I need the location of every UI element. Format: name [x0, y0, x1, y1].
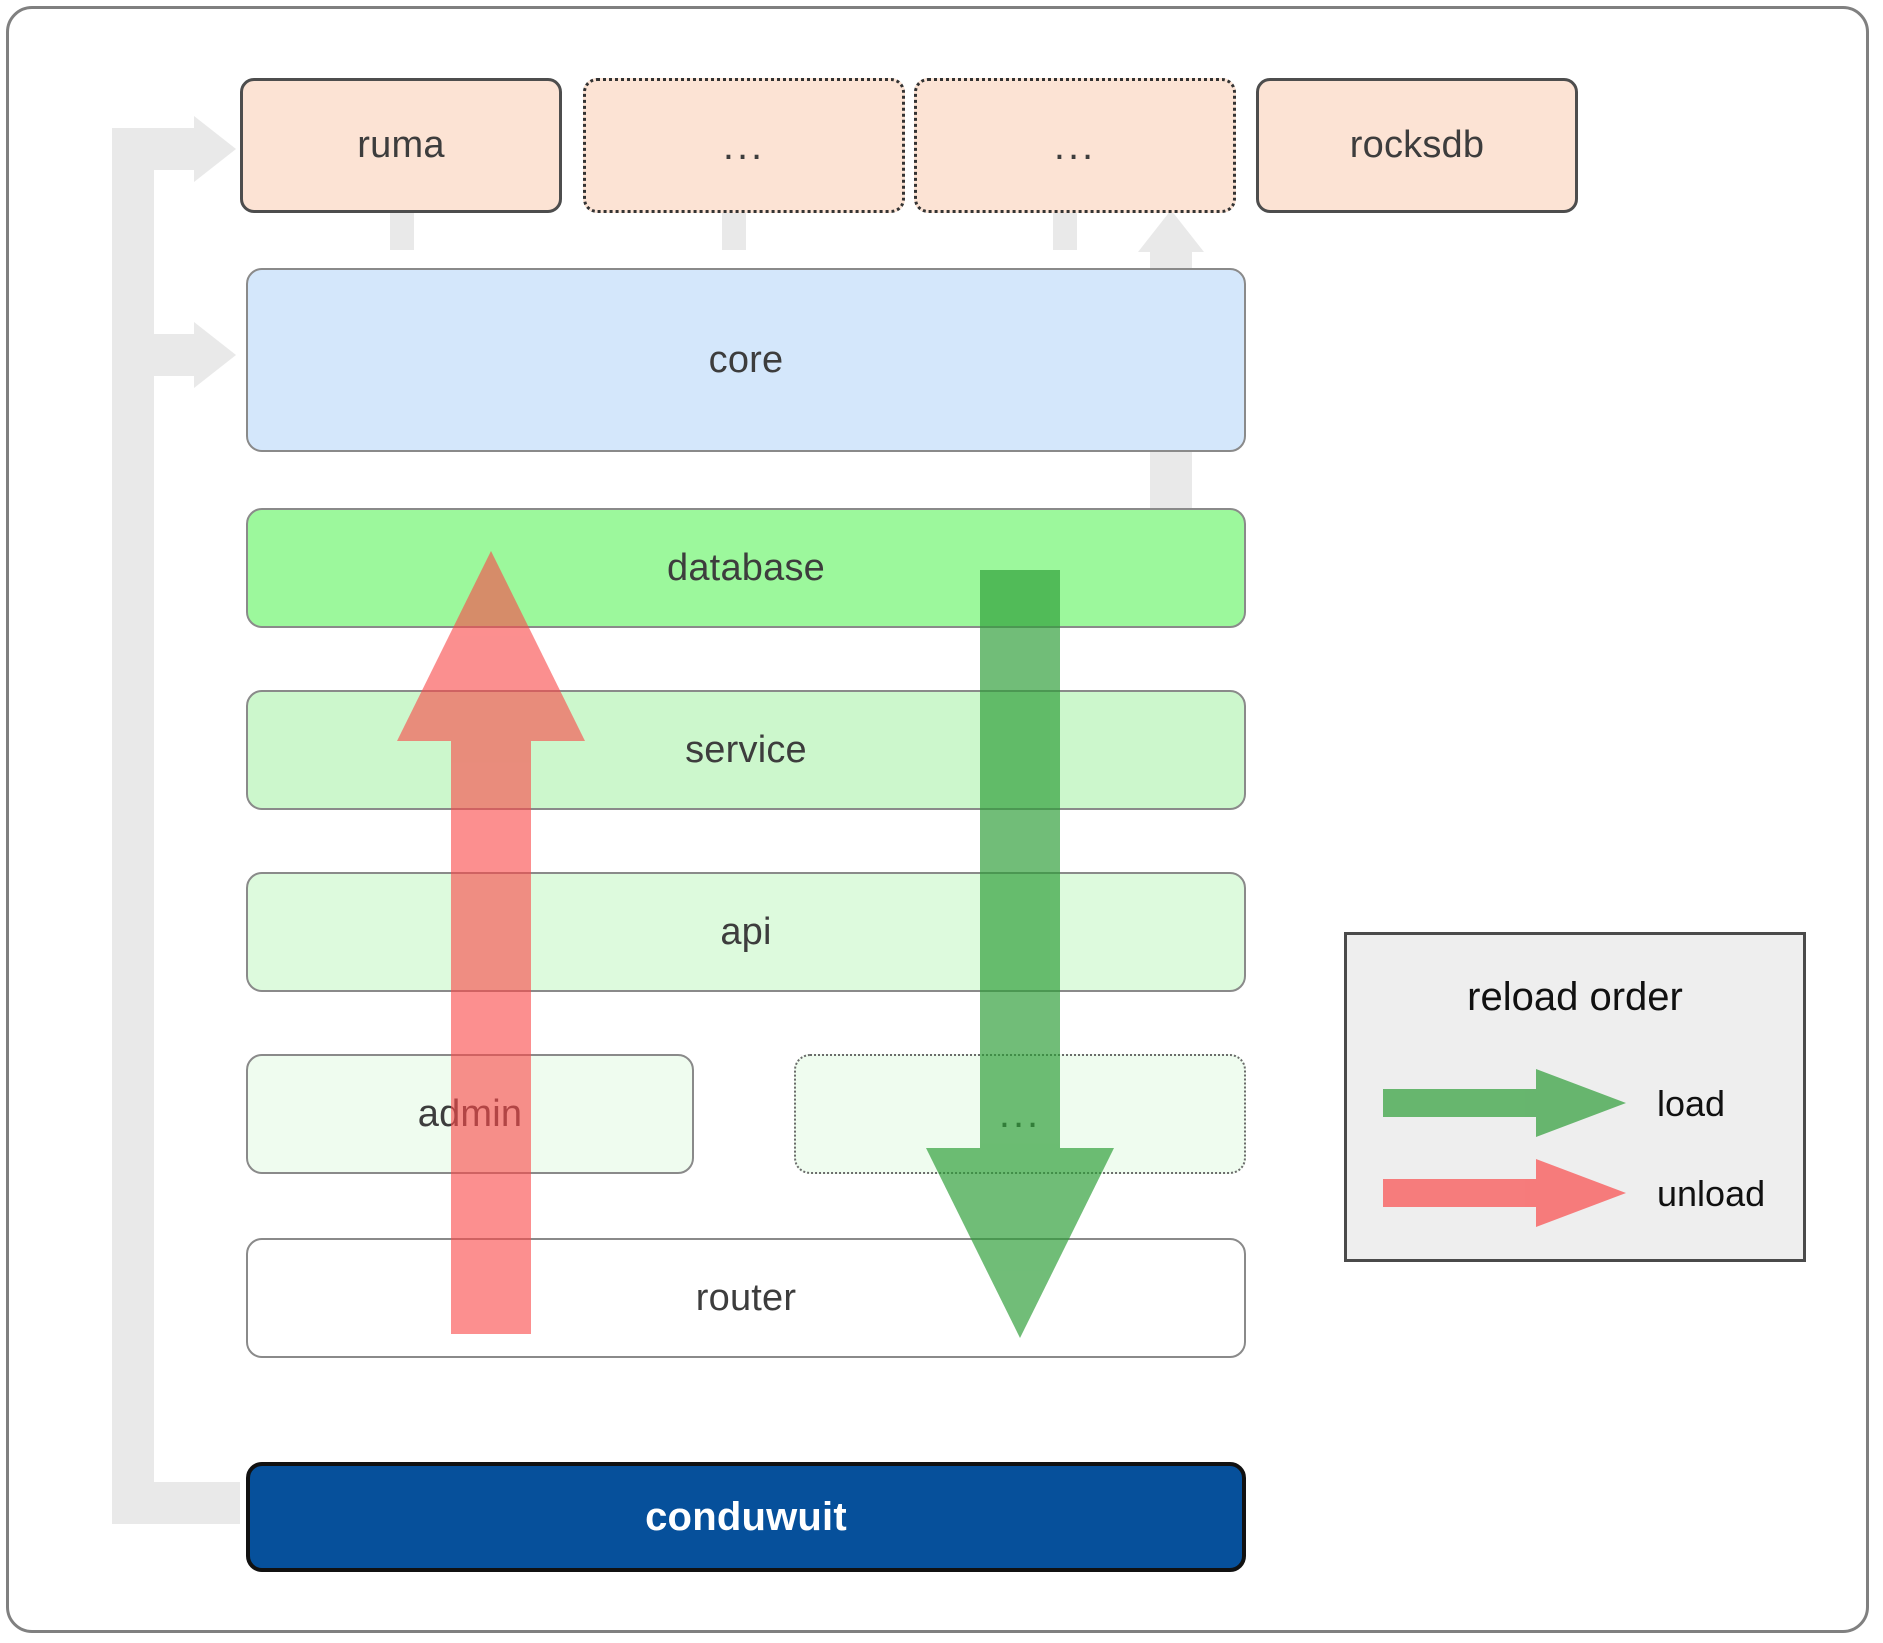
node-rocksdb[interactable]: rocksdb: [1256, 78, 1578, 213]
legend-unload-arrow-icon: [1383, 1159, 1626, 1227]
node-admin-label: admin: [417, 1092, 523, 1135]
node-service[interactable]: service: [246, 690, 1246, 810]
connector-db-to-rocksdb-arrowhead: [1138, 210, 1204, 252]
connector-to-core-horizontal: [112, 334, 194, 376]
node-core-label: core: [708, 338, 784, 381]
node-dep2[interactable]: ...: [583, 78, 905, 213]
legend-load-arrow-icon: [1383, 1069, 1626, 1137]
node-extra-label: ...: [998, 1092, 1042, 1136]
legend-unload-label: unload: [1657, 1173, 1766, 1214]
legend-title: reload order: [1467, 975, 1683, 1019]
node-database[interactable]: database: [246, 508, 1246, 628]
node-dep3-label: ...: [1053, 123, 1097, 168]
node-dep2-label: ...: [722, 123, 766, 168]
node-dep3[interactable]: ...: [914, 78, 1236, 213]
node-service-label: service: [685, 728, 807, 771]
diagram-frame: [6, 6, 1869, 1633]
node-core[interactable]: core: [246, 268, 1246, 452]
connector-to-ruma-arrowhead: [194, 116, 236, 182]
legend-load-label: load: [1657, 1083, 1726, 1124]
node-admin[interactable]: admin: [246, 1054, 694, 1174]
node-rocksdb-label: rocksdb: [1349, 124, 1485, 166]
connector-to-core-arrowhead: [194, 322, 236, 388]
node-conduwuit-label: conduwuit: [645, 1494, 847, 1539]
legend: reload order load unload: [1344, 932, 1806, 1262]
node-ruma-label: ruma: [357, 124, 445, 166]
node-router[interactable]: router: [246, 1238, 1246, 1358]
connector-left-bottom-horizontal: [112, 1482, 240, 1524]
connector-to-ruma-horizontal: [112, 128, 194, 170]
node-ruma[interactable]: ruma: [240, 78, 562, 213]
node-api-label: api: [720, 910, 772, 953]
node-router-label: router: [695, 1276, 797, 1319]
node-conduwuit[interactable]: conduwuit: [246, 1462, 1246, 1572]
node-api[interactable]: api: [246, 872, 1246, 992]
node-database-label: database: [667, 546, 825, 589]
node-extra[interactable]: ...: [794, 1054, 1246, 1174]
